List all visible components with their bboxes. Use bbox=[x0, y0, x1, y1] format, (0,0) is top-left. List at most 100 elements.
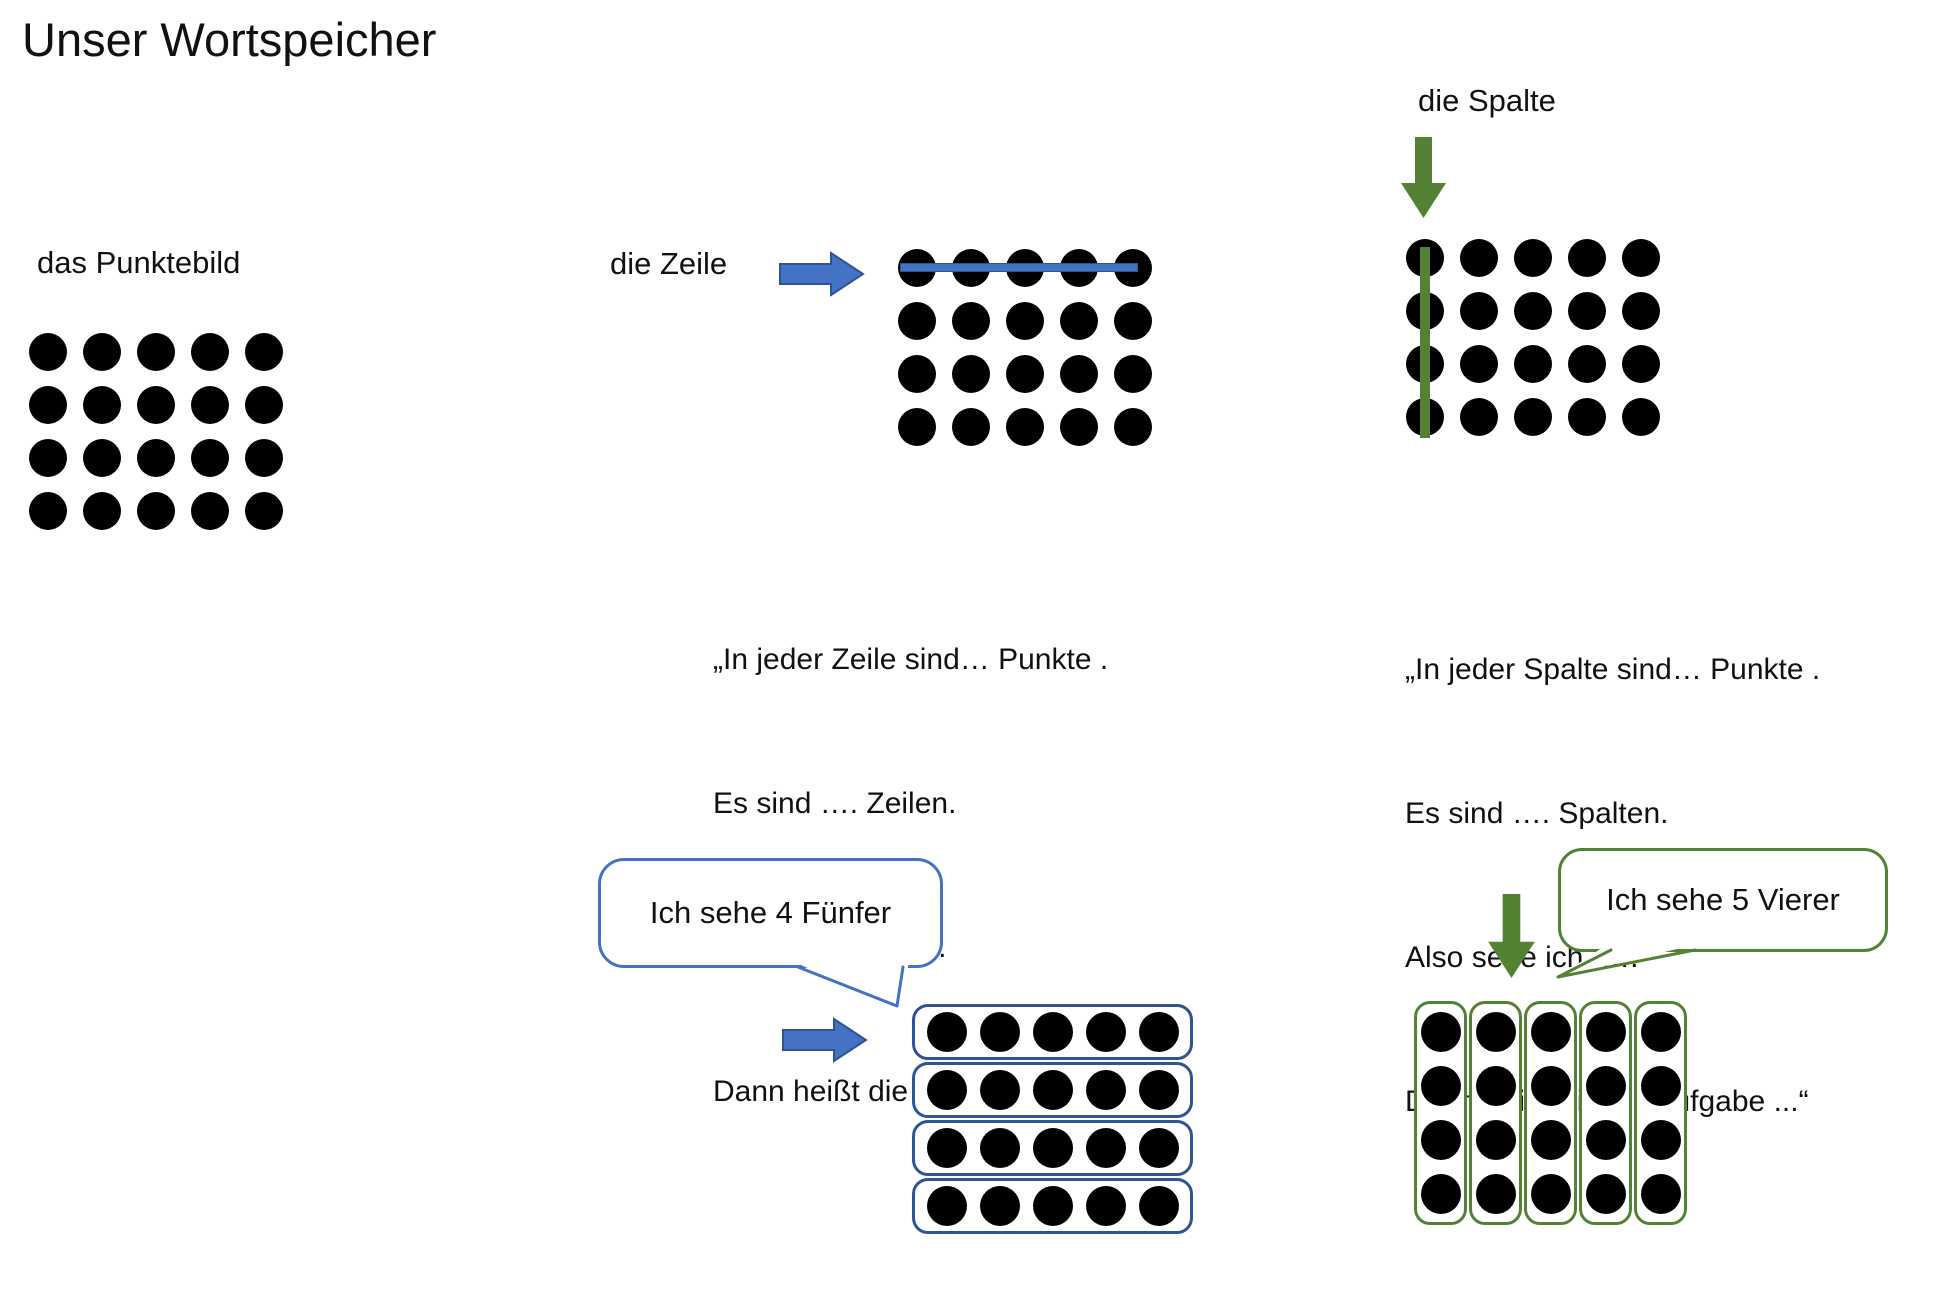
dot bbox=[1085, 1012, 1126, 1052]
dot bbox=[979, 1128, 1020, 1168]
dot bbox=[1060, 302, 1098, 340]
row-highlight-line bbox=[900, 263, 1138, 272]
dot bbox=[1514, 398, 1552, 436]
dot bbox=[1530, 1012, 1571, 1052]
dot bbox=[29, 386, 67, 424]
vierer-column-box bbox=[1579, 1001, 1632, 1225]
dot bbox=[1032, 1128, 1073, 1168]
dot bbox=[898, 355, 936, 393]
dot bbox=[1514, 239, 1552, 277]
dot bbox=[926, 1070, 967, 1110]
dot bbox=[245, 333, 283, 371]
dot bbox=[83, 386, 121, 424]
dot bbox=[245, 492, 283, 530]
dot bbox=[1138, 1070, 1179, 1110]
dot-array-zeile bbox=[898, 249, 1152, 446]
dot bbox=[1085, 1128, 1126, 1168]
dot bbox=[926, 1012, 967, 1052]
dot bbox=[1530, 1066, 1571, 1106]
speech-bubble-tail bbox=[796, 963, 909, 1008]
dot bbox=[1640, 1066, 1681, 1106]
vierer-column-box bbox=[1634, 1001, 1687, 1225]
label-punktebild: das Punktebild bbox=[37, 245, 241, 280]
dot bbox=[1114, 355, 1152, 393]
dot bbox=[1622, 345, 1660, 383]
dot bbox=[979, 1070, 1020, 1110]
dot bbox=[1006, 302, 1044, 340]
dot bbox=[83, 333, 121, 371]
dot bbox=[1460, 345, 1498, 383]
dot bbox=[1060, 408, 1098, 446]
vierer-column-box bbox=[1414, 1001, 1467, 1225]
dot bbox=[191, 333, 229, 371]
fuenfer-row-box bbox=[912, 1062, 1193, 1118]
vierer-column-box bbox=[1469, 1001, 1522, 1225]
dot bbox=[1475, 1012, 1516, 1052]
down-arrow-icon bbox=[1488, 894, 1535, 978]
dot bbox=[29, 333, 67, 371]
dot bbox=[1475, 1174, 1516, 1214]
column-highlight-line bbox=[1420, 247, 1430, 438]
dot bbox=[1585, 1066, 1626, 1106]
speech-bubble-rows: Ich sehe 4 Fünfer bbox=[598, 858, 943, 968]
dot bbox=[245, 386, 283, 424]
dot bbox=[1138, 1186, 1179, 1226]
dot bbox=[29, 492, 67, 530]
dot bbox=[1460, 292, 1498, 330]
dot bbox=[137, 333, 175, 371]
dot bbox=[1640, 1012, 1681, 1052]
dot bbox=[926, 1186, 967, 1226]
dot bbox=[1138, 1128, 1179, 1168]
down-arrow-icon bbox=[1401, 137, 1446, 218]
dot bbox=[1420, 1066, 1461, 1106]
dot bbox=[1085, 1070, 1126, 1110]
speech-line: „In jeder Zeile sind… Punkte . bbox=[713, 643, 1109, 676]
dot bbox=[952, 408, 990, 446]
speech-line: Es sind …. Spalten. bbox=[1405, 797, 1669, 830]
dot bbox=[1114, 302, 1152, 340]
dot bbox=[191, 492, 229, 530]
dot bbox=[137, 492, 175, 530]
speech-bubble-columns: Ich sehe 5 Vierer bbox=[1558, 848, 1888, 952]
dot bbox=[1585, 1012, 1626, 1052]
dot bbox=[1568, 398, 1606, 436]
dot bbox=[1622, 239, 1660, 277]
dot bbox=[1420, 1174, 1461, 1214]
dot bbox=[1514, 345, 1552, 383]
speech-line: Es sind …. Zeilen. bbox=[713, 787, 957, 820]
dot-array-punktebild bbox=[29, 333, 283, 530]
dot bbox=[926, 1128, 967, 1168]
dot bbox=[952, 355, 990, 393]
dot-grid bbox=[1406, 239, 1660, 436]
dot bbox=[191, 439, 229, 477]
dot bbox=[1006, 355, 1044, 393]
dot bbox=[1460, 239, 1498, 277]
fuenfer-row-box bbox=[912, 1178, 1193, 1234]
dot bbox=[1475, 1066, 1516, 1106]
dot bbox=[1460, 398, 1498, 436]
dot bbox=[1622, 398, 1660, 436]
dot bbox=[1568, 292, 1606, 330]
dot bbox=[1640, 1174, 1681, 1214]
dot bbox=[137, 386, 175, 424]
dot bbox=[191, 386, 229, 424]
dot bbox=[1114, 408, 1152, 446]
dot bbox=[952, 302, 990, 340]
dot bbox=[1420, 1120, 1461, 1160]
right-arrow-icon bbox=[779, 251, 865, 297]
dot bbox=[83, 492, 121, 530]
rows-grouping bbox=[912, 1004, 1193, 1234]
fuenfer-row-box bbox=[912, 1004, 1193, 1060]
dot bbox=[1420, 1012, 1461, 1052]
dot bbox=[1514, 292, 1552, 330]
dot bbox=[1568, 345, 1606, 383]
fuenfer-row-box bbox=[912, 1120, 1193, 1176]
label-zeile: die Zeile bbox=[610, 246, 728, 281]
label-spalte: die Spalte bbox=[1418, 83, 1556, 118]
dot bbox=[979, 1186, 1020, 1226]
dot bbox=[1006, 408, 1044, 446]
dot bbox=[1032, 1070, 1073, 1110]
dot bbox=[898, 302, 936, 340]
dot bbox=[137, 439, 175, 477]
